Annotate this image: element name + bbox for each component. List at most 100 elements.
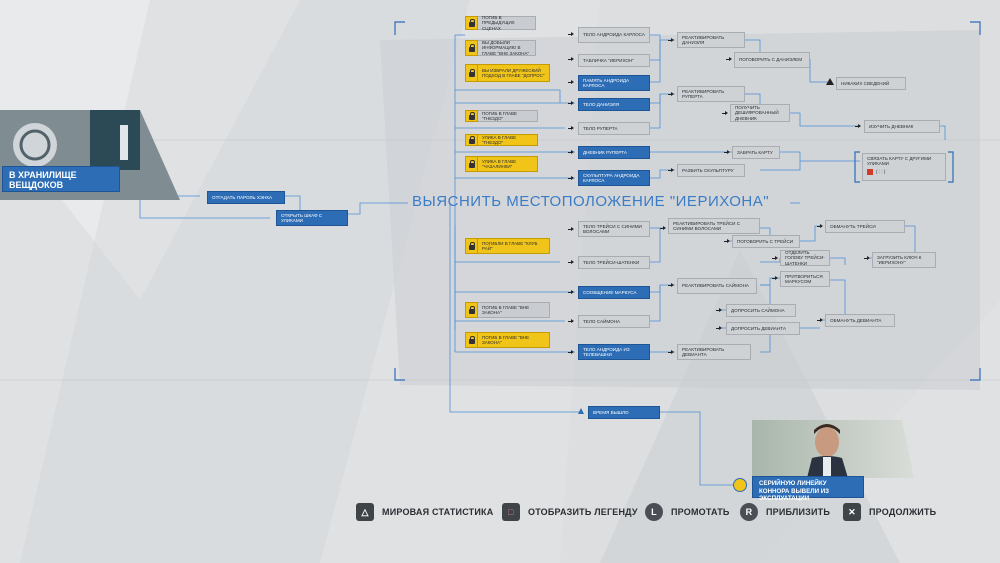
lock-icon [465,156,478,172]
node-evidence[interactable]: ТЕЛО АНДРОИДА КАРЛОСА [578,27,650,43]
square-icon: □ [502,503,520,521]
arrow-icon [716,326,722,331]
node-evidence[interactable]: ТЕЛО ДАНИЭЛЯ [578,98,650,111]
arrow-icon [817,224,823,229]
arrow-icon [668,38,674,43]
l-stick-icon: L [645,503,663,521]
node-action[interactable]: ПРИТВОРИТЬСЯ МАРКУСОМ [780,271,830,287]
lock-icon [465,110,478,122]
condition-item: УЛИКА В ГЛАВЕ "ЧАЗАЛИНКИ" [465,156,538,172]
connor-portrait-image [752,420,914,478]
continue-label: ПРОДОЛЖИТЬ [869,507,937,517]
arrow-icon [855,124,861,129]
arrow-icon [716,308,722,313]
arrow-icon [568,101,574,106]
warning-icon [826,78,834,85]
ending-thumbnail [752,420,914,478]
continue-button[interactable]: ✕ ПРОДОЛЖИТЬ [843,503,936,521]
node-evidence[interactable]: СКУЛЬПТУРА АНДРОИДА КАРЛОСА [578,170,650,186]
condition-item: ПОГИБ В ГЛАВЕ "ВНЕ ЗАКОНА" [465,302,550,318]
arrow-icon [568,319,574,324]
arrow-icon [568,350,574,355]
node-evidence[interactable]: ТЕЛО САЙМОНА [578,315,650,328]
arrow-icon [568,176,574,181]
node-evidence[interactable]: ТАБЛИЧКА "ИЕРИХОН" [578,54,650,67]
map-badge: ( : : ) [876,169,886,175]
node-evidence[interactable]: СООБЩЕНИЕ МАРКУСА [578,286,650,299]
show-legend-label: ОТОБРАЗИТЬ ЛЕГЕНДУ [528,507,638,517]
node-evidence[interactable]: ТЕЛО АНДРОИДА ИЗ ТЕЛЕВАШНИ [578,344,650,360]
node-link-map[interactable]: СВЯЗАТЬ КАРТУ С ДРУГИМИ УЛИКАМИ ( : : ) [862,153,946,181]
arrow-icon [568,57,574,62]
r-stick-icon: R [740,503,758,521]
node-result[interactable]: ИЗУЧИТЬ ДНЕВНИК [864,120,940,133]
node-action[interactable]: РАЗБИТЬ СКУЛЬПТУРУ [677,164,745,177]
arrow-icon [660,226,666,231]
node-action[interactable]: РЕАКТИВИРОВАТЬ ТРЕЙСИ С СИНИМИ ВОЛОСАМИ [668,218,760,234]
arrow-icon [817,318,823,323]
arrow-icon [772,276,778,281]
arrow-icon [568,227,574,232]
node-result[interactable]: НИКАКИХ СВЕДЕНИЙ [836,77,906,90]
node-action[interactable]: ПОГОВОРИТЬ С ТРЕЙСИ [732,235,800,248]
node-guess-password[interactable]: ОТГАДАТЬ ПАРОЛЬ ХЭНКА [207,191,285,204]
zoom-button[interactable]: R ПРИБЛИЗИТЬ [740,503,830,521]
arrow-icon [722,111,728,116]
node-action[interactable]: ЗАБРАТЬ КАРТУ [732,146,780,159]
cross-icon: ✕ [843,503,861,521]
lock-icon [465,16,478,30]
scroll-label: ПРОМОТАТЬ [671,507,730,517]
node-result[interactable]: ЗАГРУЗИТЬ КЛЮЧ К "ИЕРИХОНУ" [872,252,936,268]
arrow-icon [864,256,870,261]
node-action[interactable]: ДОПРОСИТЬ ДЕВИАНТА [726,322,800,335]
condition-item: УЛИКА В ГЛАВЕ "ГНЕЗДО" [465,134,538,146]
arrow-icon [568,290,574,295]
ending-node[interactable]: СЕРИЙНУЮ ЛИНЕЙКУ КОННОРА ВЫВЕЛИ ИЗ ЭКСПЛ… [752,476,864,502]
node-evidence[interactable]: ТЕЛО ТРЕЙСИ-ШАТЕНКИ [578,256,650,269]
node-action[interactable]: РЕАКТИВИРОВАТЬ САЙМОНА [677,278,757,294]
node-action[interactable]: ДОПРОСИТЬ САЙМОНА [726,304,796,317]
condition-item: ПОГИБ В ПРЕДЫДУЩИХ СЦЕНАХ [465,15,536,31]
node-evidence[interactable]: ПАМЯТЬ АНДРОИДА КАРЛОСА [578,75,650,91]
node-result[interactable]: ОБМАНУТЬ ДЕВИАНТА [825,314,895,327]
arrow-icon [568,32,574,37]
condition-item: ВЫ ДОБЫЛИ ИНФОРМАЦИЮ В ГЛАВЕ "ВНЕ ЗАКОНА… [465,40,536,56]
node-evidence[interactable]: ТЕЛО РУПЕРТА [578,122,650,135]
condition-item: ПОГИБЛИ В ГЛАВЕ "КЛУБ РАЙ" [465,238,550,254]
node-action[interactable]: РЕАКТИВИРОВАТЬ ДЕВИАНТА [677,344,751,360]
node-action[interactable]: РЕАКТИВИРОВАТЬ РУПЕРТА [677,86,745,102]
start-scene-title[interactable]: В ХРАНИЛИЩЕ ВЕЩДОКОВ [2,166,120,192]
arrow-icon [724,150,730,155]
node-time-out[interactable]: ВРЕМЯ ВЫШЛО [588,406,660,419]
triangle-icon: △ [356,503,374,521]
lock-icon [465,332,478,348]
objective-title: ВЫЯСНИТЬ МЕСТОПОЛОЖЕНИЕ "ИЕРИХОНА" [412,193,770,210]
scroll-button[interactable]: L ПРОМОТАТЬ [645,503,730,521]
arrow-icon [568,80,574,85]
lock-icon [867,168,873,175]
lock-icon [465,134,478,146]
lock-icon [465,238,478,254]
condition-item: ПОГИБ В ГЛАВЕ "ВНЕ ЗАКОНА" [465,332,550,348]
node-evidence[interactable]: ДНЕВНИК РУПЕРТА [578,146,650,159]
node-open-cabinet[interactable]: ОТКРЫТЬ ШКАФ С УЛИКАМИ [276,210,348,226]
node-evidence[interactable]: ТЕЛО ТРЕЙСИ С СИНИМИ ВОЛОСАМИ [578,221,650,237]
node-action[interactable]: ПОЛУЧИТЬ ДЕШИФРОВАННЫЙ ДНЕВНИК [730,104,790,122]
map-badge-row: ( : : ) [867,168,941,175]
node-action[interactable]: РЕАКТИВИРОВАТЬ ДАНИЭЛЯ [677,32,745,48]
node-action[interactable]: ПОГОВОРИТЬ С ДАНИЭЛЕМ [734,52,810,68]
lock-icon [733,478,747,492]
arrow-icon [726,57,732,62]
world-stats-button[interactable]: △ МИРОВАЯ СТАТИСТИКА [356,503,493,521]
arrow-icon [568,150,574,155]
lock-icon [465,302,478,318]
arrow-icon [724,239,730,244]
show-legend-button[interactable]: □ ОТОБРАЗИТЬ ЛЕГЕНДУ [502,503,638,521]
world-stats-label: МИРОВАЯ СТАТИСТИКА [382,507,494,517]
node-action[interactable]: ОТДЕЛИТЬ ГОЛОВУ ТРЕЙСИ-ШАТЕНКИ [780,250,830,266]
condition-item: ВЫ ИЗБРАЛИ ДРУЖЕСКИЙ ПОДХОД В ГЛАВЕ "ДОП… [465,64,550,82]
node-result[interactable]: ОБМАНУТЬ ТРЕЙСИ [825,220,905,233]
